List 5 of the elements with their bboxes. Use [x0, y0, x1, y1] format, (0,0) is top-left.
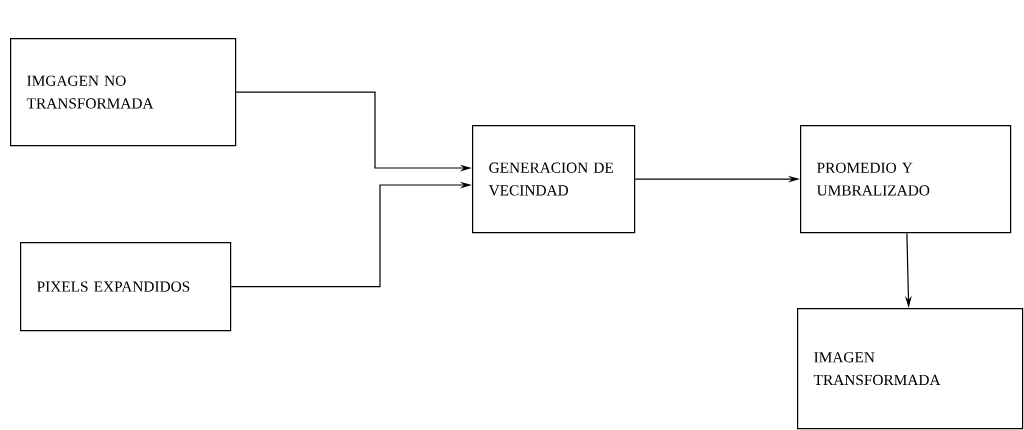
process-box: IMAGEN TRANSFORMADA [797, 308, 1024, 430]
process-box: PIXELS EXPANDIDOS [20, 242, 232, 332]
process-box: PROMEDIO Y UMBRALIZADO [800, 125, 1012, 234]
process-box: GENERACION DE VECINDAD [472, 125, 636, 234]
process-box: IMGAGEN NO TRANSFORMADA [10, 38, 237, 147]
